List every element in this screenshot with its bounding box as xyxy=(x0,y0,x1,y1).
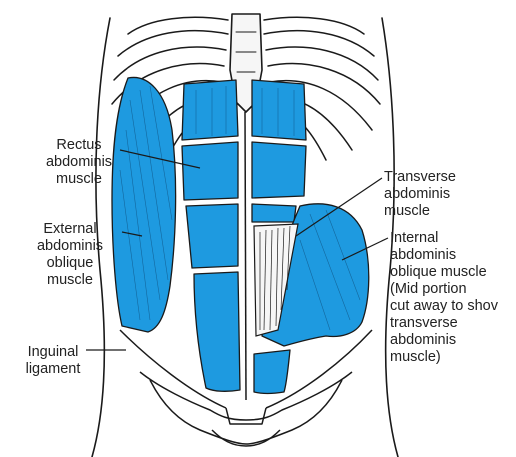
rectus-left-segment-3 xyxy=(186,204,238,268)
label-external-oblique: External abdominis oblique muscle xyxy=(20,221,120,289)
rectus-right-segment-4 xyxy=(254,350,290,394)
label-internal-oblique: Internal abdominis oblique muscle (Mid p… xyxy=(390,230,514,366)
label-transverse-abdominis: Transverse abdominis muscle xyxy=(384,169,504,220)
rectus-right-segment-3 xyxy=(252,204,296,222)
rectus-right-segment-1 xyxy=(252,80,306,140)
rectus-right-segment-2 xyxy=(252,142,306,198)
label-rectus-abdominis: Rectus abdominis muscle xyxy=(34,137,124,188)
linea-alba xyxy=(245,112,246,400)
rectus-left-segment-4 xyxy=(194,272,240,391)
rectus-left-segment-2 xyxy=(182,142,238,200)
label-inguinal-ligament: Inguinal ligament xyxy=(18,344,88,378)
rectus-left-segment-1 xyxy=(182,80,238,140)
